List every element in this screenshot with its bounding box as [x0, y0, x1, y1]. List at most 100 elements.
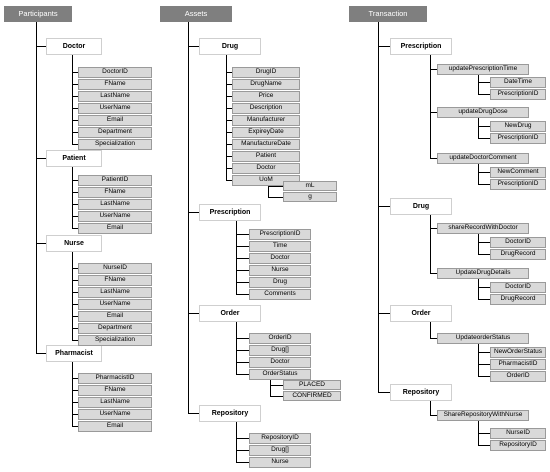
connector-line	[378, 313, 391, 314]
connector-line	[72, 426, 79, 427]
connector-line	[478, 287, 491, 288]
tx-param: NewOrderStatus	[490, 347, 546, 358]
connector-line	[226, 108, 233, 109]
nurse-field: Email	[78, 311, 152, 322]
tx-function: updatePrescriptionTime	[437, 64, 529, 75]
prescription-field: Nurse	[249, 265, 311, 276]
connector-line	[478, 118, 479, 139]
connector-line	[72, 304, 79, 305]
connector-line	[478, 164, 479, 185]
connector-line	[430, 215, 431, 274]
pharmacist-field: PharmacistID	[78, 373, 152, 384]
connector-line	[72, 84, 79, 85]
connector-line	[188, 212, 200, 213]
connector-line	[430, 273, 438, 274]
drug-field: Doctor	[232, 163, 300, 174]
connector-line	[430, 338, 438, 339]
connector-line	[72, 252, 73, 341]
connector-line	[430, 55, 431, 159]
order-status-value: PLACED	[283, 380, 341, 390]
connector-line	[72, 132, 79, 133]
connector-line	[226, 120, 233, 121]
connector-line	[36, 22, 37, 354]
connector-line	[72, 144, 79, 145]
doctor-field: Department	[78, 127, 152, 138]
connector-line	[226, 72, 233, 73]
connector-line	[236, 234, 250, 235]
connector-line	[236, 294, 250, 295]
order-field: OrderStatus	[249, 369, 311, 380]
entity-tx-repository: Repository	[390, 384, 452, 401]
connector-line	[188, 313, 200, 314]
connector-line	[478, 254, 491, 255]
drug-field: UoM	[232, 175, 300, 186]
order-status-value: CONFIRMED	[283, 391, 341, 401]
connector-line	[236, 258, 250, 259]
prescription-field: Drug	[249, 277, 311, 288]
connector-line	[72, 216, 79, 217]
nurse-field: FName	[78, 275, 152, 286]
patient-field: LastName	[78, 199, 152, 210]
connector-line	[378, 206, 391, 207]
entity-nurse: Nurse	[46, 235, 102, 252]
repository-field: Nurse	[249, 457, 311, 468]
connector-line	[430, 401, 431, 416]
nurse-field: Department	[78, 323, 152, 334]
connector-line	[270, 380, 271, 397]
connector-line	[478, 138, 491, 139]
connector-line	[72, 280, 79, 281]
connector-line	[478, 172, 491, 173]
connector-line	[72, 340, 79, 341]
doctor-field: UserName	[78, 103, 152, 114]
connector-line	[72, 180, 79, 181]
connector-line	[72, 192, 79, 193]
tx-param: RepositoryID	[490, 440, 546, 451]
connector-line	[378, 392, 391, 393]
connector-line	[226, 180, 233, 181]
repository-field: Drug[]	[249, 445, 311, 456]
prescription-field: Comments	[249, 289, 311, 300]
tx-param: DrugRecord	[490, 249, 546, 260]
connector-line	[478, 184, 491, 185]
connector-line	[430, 415, 438, 416]
connector-line	[236, 270, 250, 271]
connector-line	[236, 362, 250, 363]
order-field: Drug[]	[249, 345, 311, 356]
assets-header: Assets	[160, 6, 232, 22]
connector-line	[430, 322, 431, 339]
connector-line	[378, 46, 391, 47]
entity-prescription: Prescription	[199, 204, 261, 221]
tx-param: OrderID	[490, 371, 546, 382]
nurse-field: NurseID	[78, 263, 152, 274]
connector-line	[72, 378, 79, 379]
connector-line	[236, 422, 237, 463]
connector-line	[72, 72, 79, 73]
tx-function: updateDoctorComment	[437, 153, 529, 164]
connector-line	[478, 364, 491, 365]
connector-line	[478, 344, 479, 377]
drug-field: Price	[232, 91, 300, 102]
connector-line	[72, 228, 79, 229]
doctor-field: Email	[78, 115, 152, 126]
doctor-field: Specialization	[78, 139, 152, 150]
connector-line	[236, 322, 237, 375]
drug-field: ExpireyDate	[232, 127, 300, 138]
nurse-field: LastName	[78, 287, 152, 298]
connector-line	[478, 352, 491, 353]
doctor-field: FName	[78, 79, 152, 90]
connector-line	[72, 268, 79, 269]
connector-line	[430, 228, 438, 229]
doctor-field: LastName	[78, 91, 152, 102]
connector-line	[226, 84, 233, 85]
prescription-field: Doctor	[249, 253, 311, 264]
connector-line	[268, 197, 284, 198]
connector-line	[36, 158, 47, 159]
connector-line	[226, 168, 233, 169]
tx-function: UpdateDrugDetails	[437, 268, 529, 279]
pharmacist-field: Email	[78, 421, 152, 432]
drug-field: ManufactureDate	[232, 139, 300, 150]
connector-line	[478, 242, 491, 243]
drug-field: Description	[232, 103, 300, 114]
entity-tx-order: Order	[390, 305, 452, 322]
